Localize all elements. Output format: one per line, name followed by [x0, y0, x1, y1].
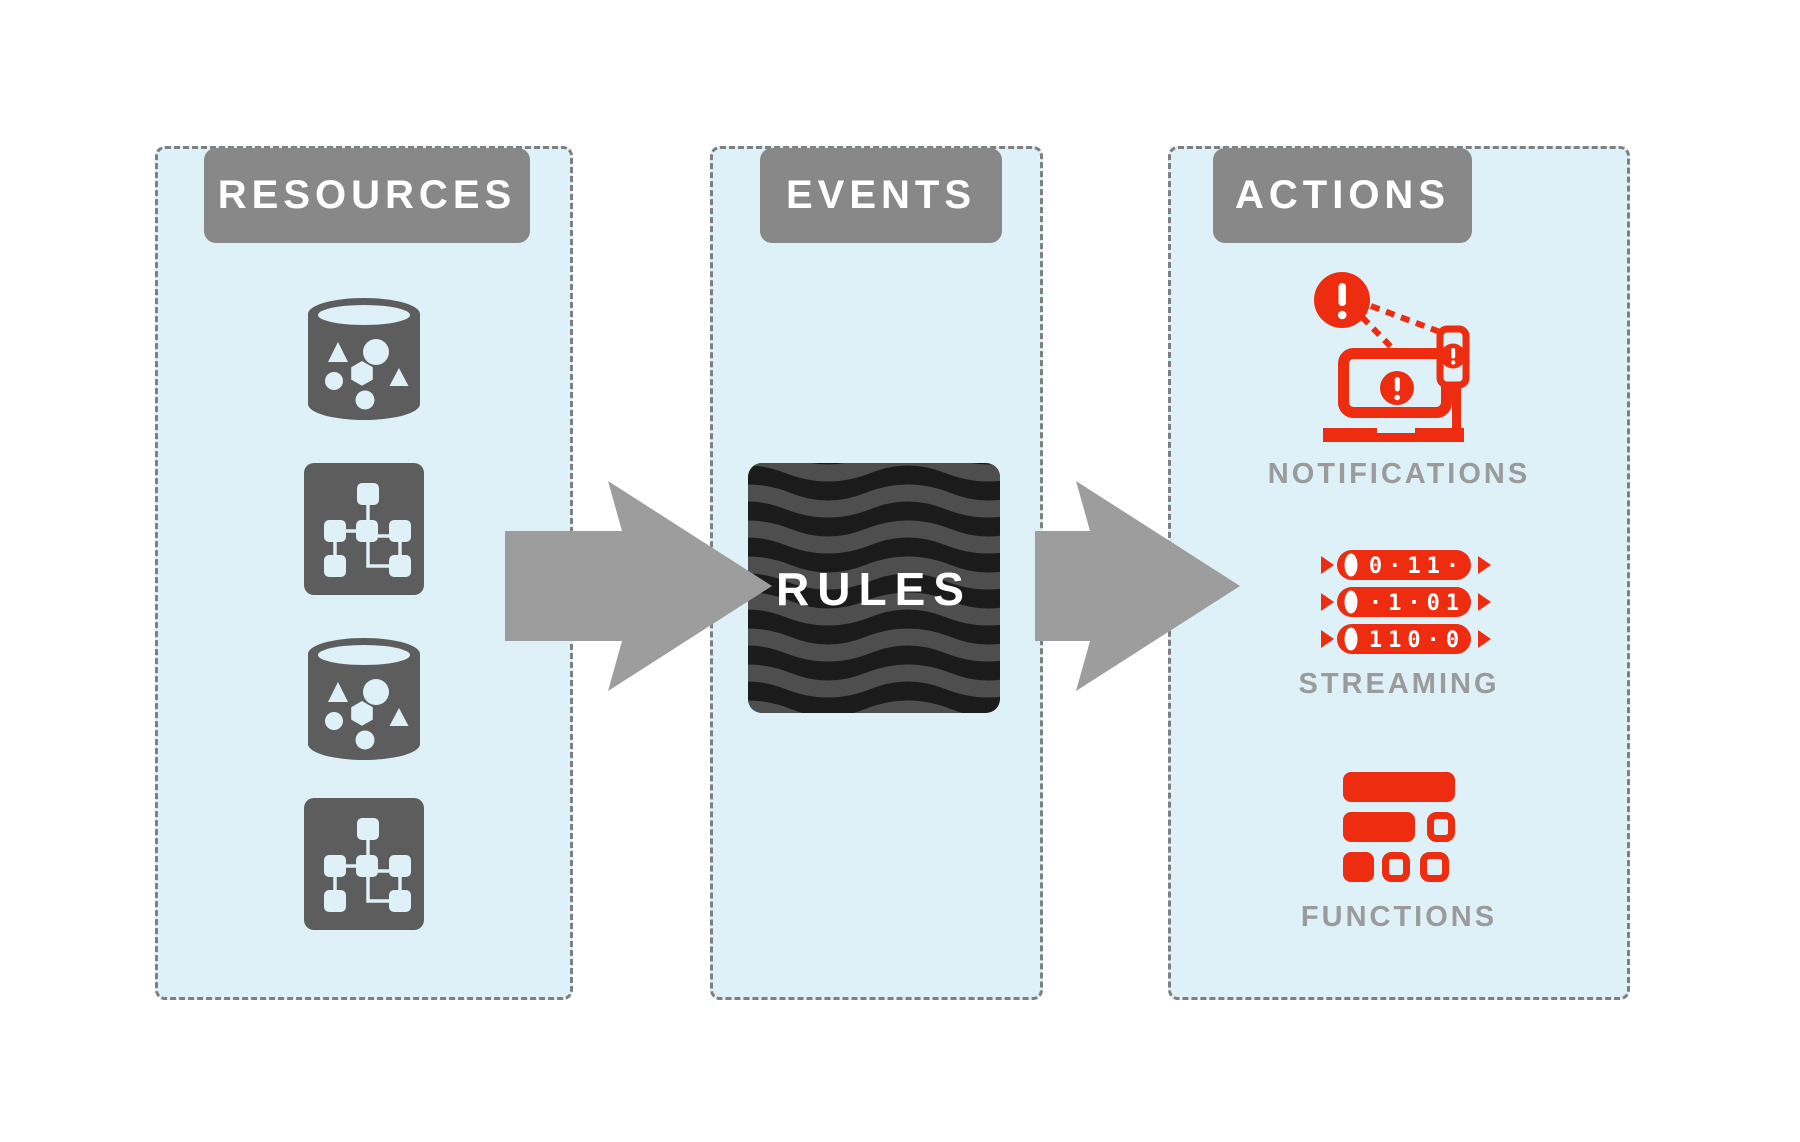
stream-row-2: ·1·01 [1369, 591, 1465, 616]
resources-title: RESOURCES [217, 173, 517, 217]
events-header: EVENTS [760, 148, 1002, 243]
binary-stream-icon: 0·11· ·1·01 110·0 [1321, 550, 1491, 656]
rules-label: RULES [776, 563, 972, 615]
rules-box: RULES [748, 463, 1000, 713]
flowchart-icon [304, 463, 424, 595]
database-icon [305, 637, 423, 761]
notifications-label: NOTIFICATIONS [1267, 458, 1531, 490]
events-title: EVENTS [785, 173, 977, 217]
flowchart-icon [304, 798, 424, 930]
alert-notification-icon [1309, 268, 1489, 453]
actions-header: ACTIONS [1213, 148, 1472, 243]
function-blocks-icon [1343, 772, 1455, 882]
resources-header: RESOURCES [204, 148, 530, 243]
database-icon [305, 297, 423, 421]
stream-row-3: 110·0 [1369, 628, 1465, 653]
actions-title: ACTIONS [1235, 173, 1450, 217]
functions-label: FUNCTIONS [1300, 901, 1498, 933]
streaming-label: STREAMING [1298, 668, 1500, 700]
stream-row-1: 0·11· [1369, 554, 1465, 579]
